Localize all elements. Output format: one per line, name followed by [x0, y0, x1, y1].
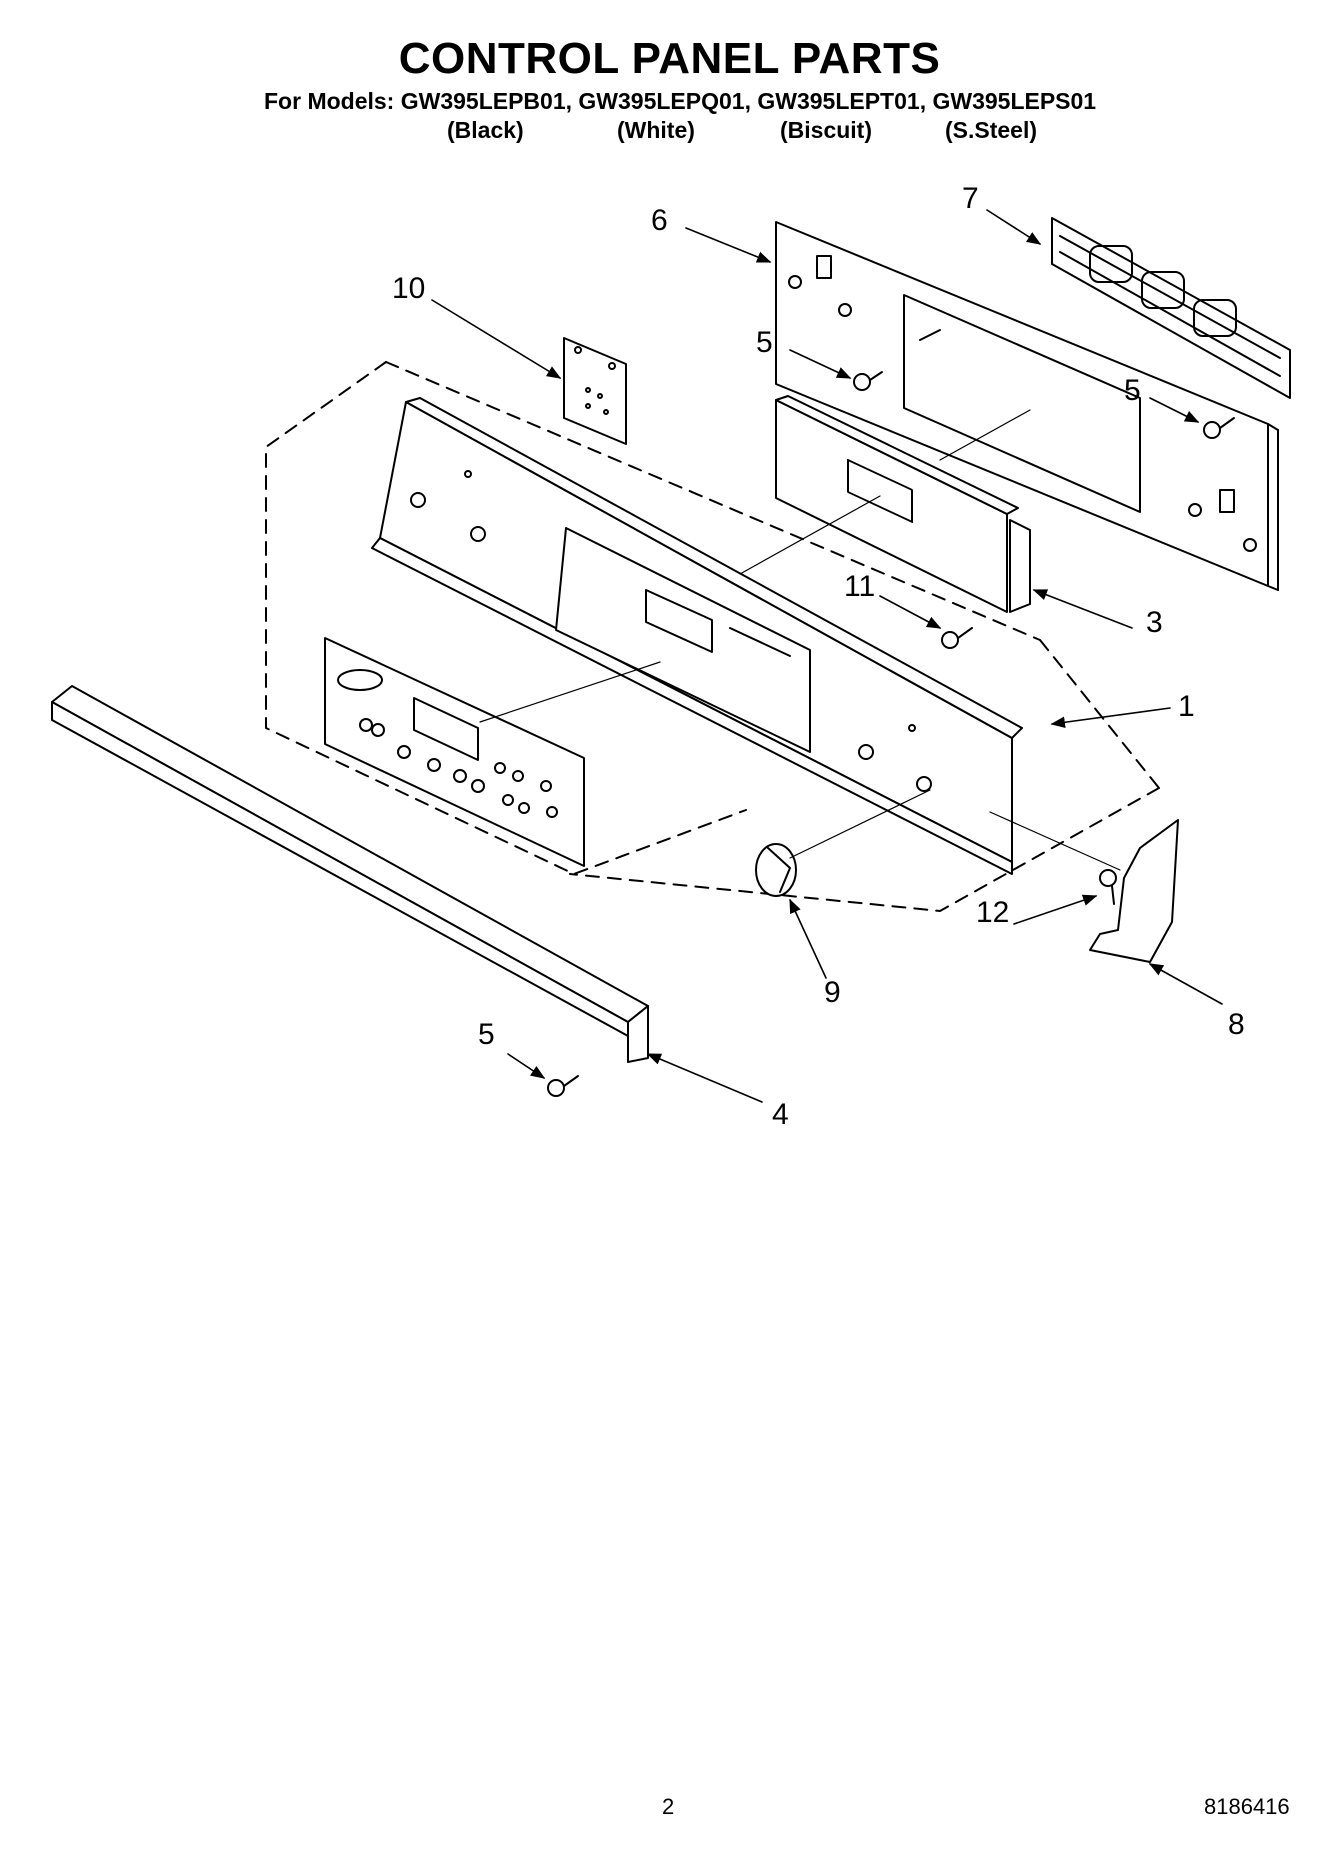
callout-5-top: 5 [756, 326, 773, 359]
callout-10: 10 [392, 272, 426, 305]
leader-lines [431, 209, 1223, 1103]
callout-4: 4 [772, 1098, 789, 1131]
callout-11: 11 [844, 570, 876, 603]
callout-5-bottom: 5 [478, 1018, 495, 1051]
variant-biscuit: (Biscuit) [780, 117, 872, 143]
callout-5-right: 5 [1124, 374, 1141, 407]
document-number: 8186416 [1204, 1794, 1290, 1819]
page-number: 2 [662, 1794, 675, 1819]
callout-3: 3 [1146, 606, 1163, 639]
knob-part-9 [755, 843, 797, 897]
trim-bar-part-4 [51, 685, 649, 1063]
screw-icons [547, 371, 1235, 1097]
page-title: CONTROL PANEL PARTS [398, 34, 941, 83]
variant-white: (White) [617, 117, 695, 143]
assembly-dashed-outline [265, 361, 1160, 912]
control-board-part-3 [775, 395, 1031, 613]
control-panel-part-1 [371, 397, 1023, 875]
variant-black: (Black) [447, 117, 524, 143]
callout-7: 7 [962, 182, 979, 215]
rear-panel-part-6 [775, 221, 1279, 591]
callout-8: 8 [1228, 1008, 1245, 1041]
overlay-decal [324, 637, 585, 867]
models-line: For Models: GW395LEPB01, GW395LEPQ01, GW… [264, 88, 1097, 114]
alignment-lines [479, 409, 1121, 871]
variant-ssteel: (S.Steel) [945, 117, 1038, 143]
callout-9: 9 [824, 976, 841, 1009]
callout-12: 12 [976, 896, 1010, 929]
callout-6: 6 [651, 204, 668, 237]
callout-1: 1 [1178, 690, 1195, 723]
end-cap-part-8 [1089, 819, 1179, 963]
small-board-part-10 [563, 337, 627, 445]
bracket-part-7 [1051, 217, 1291, 399]
